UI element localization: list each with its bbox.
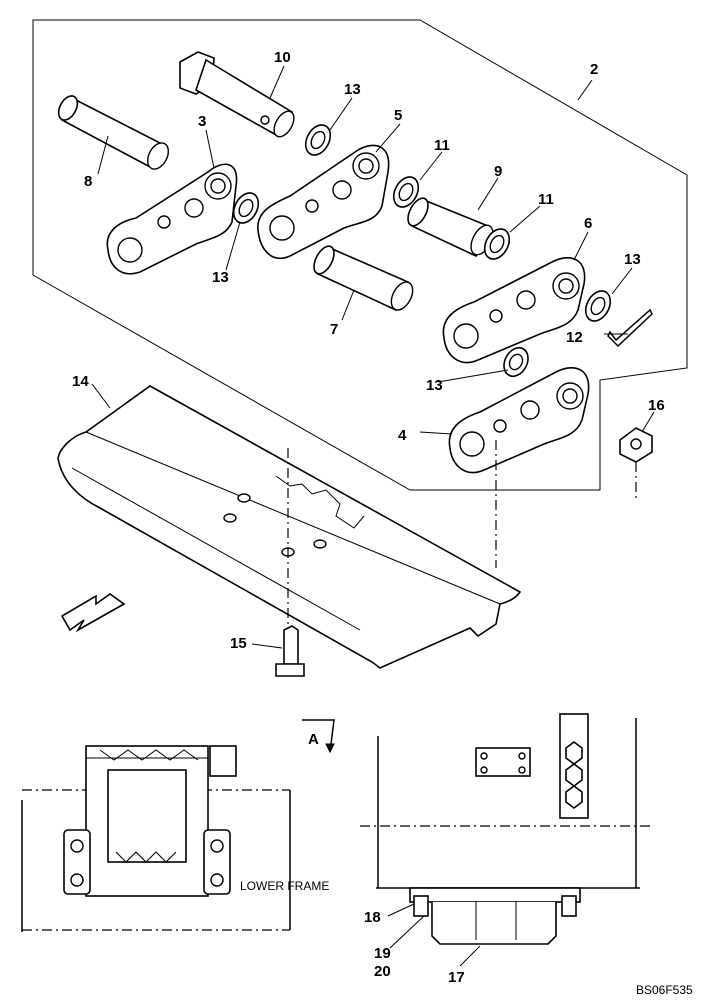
track-shoe-14	[57, 385, 522, 669]
view-marker-label: A	[308, 731, 319, 748]
link-5	[257, 144, 390, 259]
lower-frame-detail	[21, 745, 291, 932]
callout-5: 5	[394, 107, 402, 124]
callout-3: 3	[198, 113, 206, 130]
callout-6: 6	[584, 215, 592, 232]
callout-13d: 13	[426, 377, 443, 394]
detail-leaders	[387, 903, 481, 967]
seal-13-lower	[503, 346, 529, 378]
callout-17: 17	[448, 969, 465, 986]
bushing-7	[313, 245, 414, 312]
callouts: 2 3 4 5 6 7 8 9 10 11 11 12 13 13 13 13 …	[72, 49, 693, 997]
callout-15: 15	[230, 635, 247, 652]
view-a-marker	[302, 719, 335, 754]
callout-10: 10	[274, 49, 291, 66]
callout-11a: 11	[434, 137, 450, 154]
callout-13a: 13	[344, 81, 361, 98]
seal-11-upper	[392, 176, 420, 208]
callout-19: 19	[374, 945, 391, 962]
link-3	[106, 163, 238, 275]
callout-4: 4	[398, 427, 407, 444]
direction-arrow	[60, 593, 126, 633]
bushing-8	[57, 95, 170, 170]
link-4	[448, 367, 590, 474]
callout-11b: 11	[538, 191, 554, 208]
callout-2: 2	[590, 61, 598, 78]
pin-10	[179, 51, 295, 138]
seal-13-right	[584, 290, 612, 322]
callout-18: 18	[364, 909, 381, 926]
bolt-15	[275, 625, 305, 677]
seal-11-lower	[483, 228, 511, 260]
callout-9: 9	[494, 163, 502, 180]
leader-lines	[91, 65, 655, 649]
pin-12	[607, 308, 653, 348]
callout-14: 14	[72, 373, 89, 390]
callout-13c: 13	[624, 251, 641, 268]
bushing-9	[407, 197, 494, 258]
callout-20: 20	[374, 963, 391, 980]
callout-12: 12	[566, 329, 583, 346]
callout-8: 8	[84, 173, 92, 190]
callout-16: 16	[648, 397, 665, 414]
callout-13b: 13	[212, 269, 229, 286]
assembly-boundary	[32, 19, 688, 491]
nut-16	[619, 427, 653, 463]
lower-frame-label: LOWER FRAME	[240, 879, 329, 893]
cover-detail	[360, 713, 650, 945]
seal-13-top	[304, 124, 332, 156]
seal-13-left	[232, 192, 260, 224]
link-6	[442, 257, 586, 364]
drawing-code: BS06F535	[636, 983, 693, 997]
callout-7: 7	[330, 321, 338, 338]
